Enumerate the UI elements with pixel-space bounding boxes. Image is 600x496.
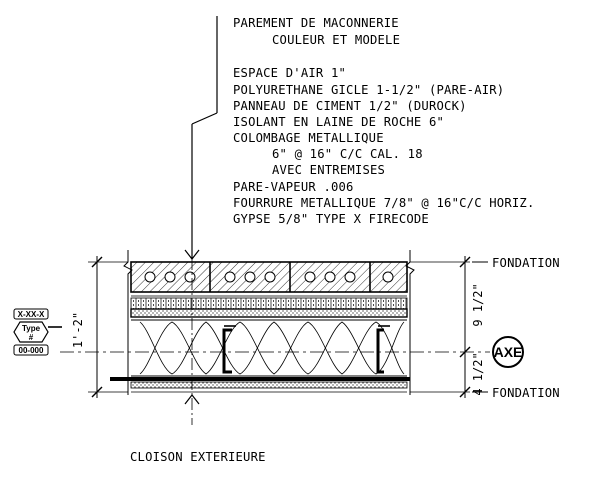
notes-block: PAREMENT DE MACONNERIE COULEUR ET MODELE…	[191, 16, 535, 258]
note-line: AVEC ENTREMISES	[272, 163, 385, 177]
spray-foam-layer	[130, 297, 408, 310]
wall-tag-type: Type	[22, 324, 41, 333]
fondation-bottom-label: FONDATION	[492, 386, 560, 400]
section-cut-marks	[184, 249, 200, 405]
masonry-layer	[130, 261, 408, 293]
drawing-caption: CLOISON EXTERIEURE	[130, 450, 266, 464]
insulation-layer	[131, 319, 407, 377]
wall-section	[110, 250, 415, 395]
wall-tag-ref: 00-000	[19, 346, 44, 355]
note-line: GYPSE 5/8" TYPE X FIRECODE	[233, 212, 429, 226]
axis-bubble: AXE	[492, 336, 524, 368]
note-line: PAREMENT DE MACONNERIE	[233, 16, 399, 30]
note-line: COLOMBAGE METALLIQUE	[233, 131, 384, 145]
note-line: 6" @ 16" C/C CAL. 18	[272, 147, 423, 161]
dim-overall: 1'-2"	[71, 312, 85, 348]
dim-upper: 9 1/2"	[471, 283, 485, 326]
dim-lower: 4 1/2"	[471, 352, 485, 395]
axis-label: AXE	[494, 344, 523, 360]
wall-type-tag: X-XX-X Type # 00-000	[13, 308, 62, 356]
note-line: ISOLANT EN LAINE DE ROCHE 6"	[233, 115, 444, 129]
fondation-top-label: FONDATION	[492, 256, 560, 270]
note-line: POLYURETHANE GICLE 1-1/2" (PARE-AIR)	[233, 83, 504, 97]
note-line: PANNEAU DE CIMENT 1/2" (DUROCK)	[233, 99, 467, 113]
note-line: FOURRURE METALLIQUE 7/8" @ 16"C/C HORIZ.	[233, 196, 535, 210]
wall-tag-code: X-XX-X	[18, 310, 45, 319]
cement-board-layer	[130, 308, 408, 318]
note-line: ESPACE D'AIR 1"	[233, 66, 346, 80]
metal-stud	[222, 328, 384, 374]
wall-tag-number: #	[29, 333, 34, 342]
note-line: PARE-VAPEUR .006	[233, 180, 354, 194]
dimensions	[60, 256, 490, 425]
note-line: COULEUR ET MODELE	[272, 33, 400, 47]
